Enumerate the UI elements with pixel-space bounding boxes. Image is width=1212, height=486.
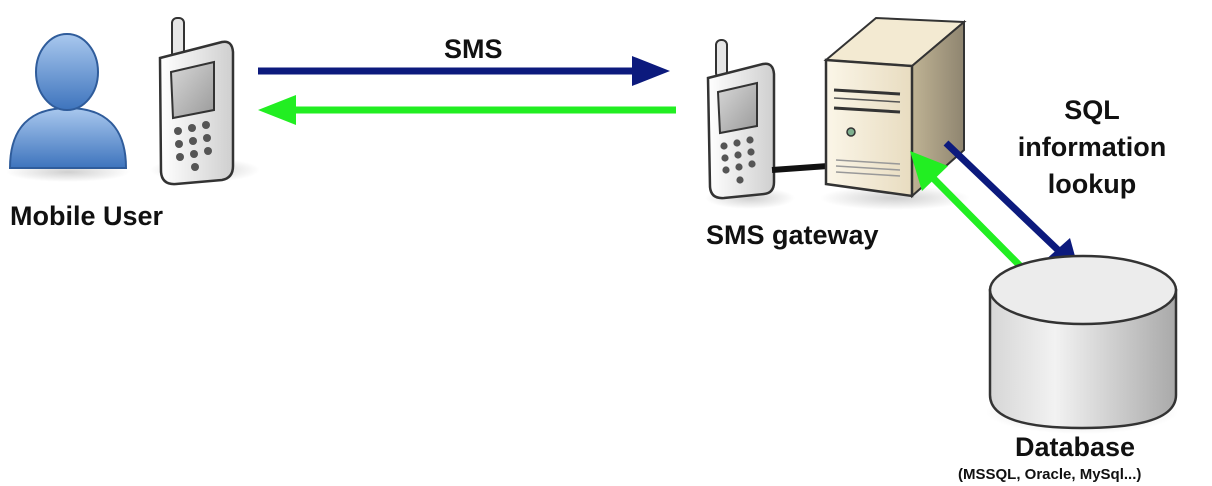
sql-lookup-line-2: information <box>1017 132 1167 162</box>
sms-arrow-label: SMS <box>444 34 503 64</box>
person-icon <box>6 33 130 182</box>
sms-gateway-label: SMS gateway <box>706 220 879 250</box>
database-sub-label: (MSSQL, Oracle, MySql...) <box>958 466 1142 483</box>
mobile-user-label: Mobile User <box>10 201 164 231</box>
database-label: Database <box>1015 432 1136 462</box>
mobile-phone-icon <box>150 17 260 186</box>
sql-lookup-line-3: lookup <box>1047 169 1137 199</box>
gateway-phone-icon <box>705 39 795 209</box>
sql-lookup-line-1: SQL <box>1064 95 1120 125</box>
database-icon <box>986 254 1178 434</box>
gateway-cable <box>771 163 829 173</box>
sms-request-arrow <box>258 56 670 86</box>
server-icon <box>820 16 970 210</box>
sql-lookup-label: SQL information lookup <box>998 92 1186 203</box>
sms-response-arrow <box>258 95 676 125</box>
